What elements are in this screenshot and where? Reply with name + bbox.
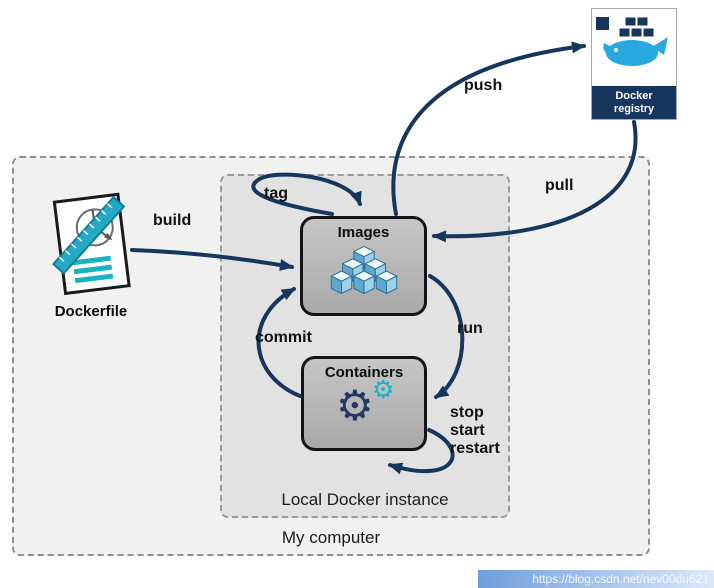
start-label: start — [450, 422, 485, 439]
gear-large-icon: ⚙ — [336, 381, 374, 430]
docker-registry-node: Docker registry — [591, 8, 677, 120]
my-computer-label: My computer — [281, 528, 381, 547]
gear-small-icon: ⚙ — [372, 375, 395, 404]
build-label: build — [153, 212, 192, 229]
commit-label: commit — [255, 329, 312, 346]
images-node-label: Images — [337, 224, 390, 241]
stop-label: stop — [450, 404, 484, 421]
registry-label-line1: Docker — [615, 90, 653, 102]
images-node: Images — [300, 216, 427, 316]
containers-node-label: Containers — [324, 364, 404, 381]
cube-pyramid-icon — [330, 245, 397, 294]
run-label: run — [457, 320, 483, 337]
stop-start-restart-labels: stop start restart — [450, 404, 500, 458]
dockerfile-label: Dockerfile — [54, 303, 128, 320]
tag-label: tag — [264, 185, 288, 202]
registry-label-line2: registry — [613, 103, 655, 115]
docker-whale-icon — [596, 16, 668, 66]
registry-label-band: Docker registry — [592, 86, 676, 119]
pull-label: pull — [545, 177, 574, 194]
restart-label: restart — [450, 440, 500, 457]
local-docker-instance-label: Local Docker instance — [281, 490, 449, 509]
push-label: push — [464, 77, 503, 94]
containers-node: Containers ⚙ ⚙ — [301, 356, 427, 451]
watermark-text: https://blog.csdn.net/nev00du621 — [532, 572, 709, 586]
watermark-bar: https://blog.csdn.net/nev00du621 — [478, 570, 714, 588]
